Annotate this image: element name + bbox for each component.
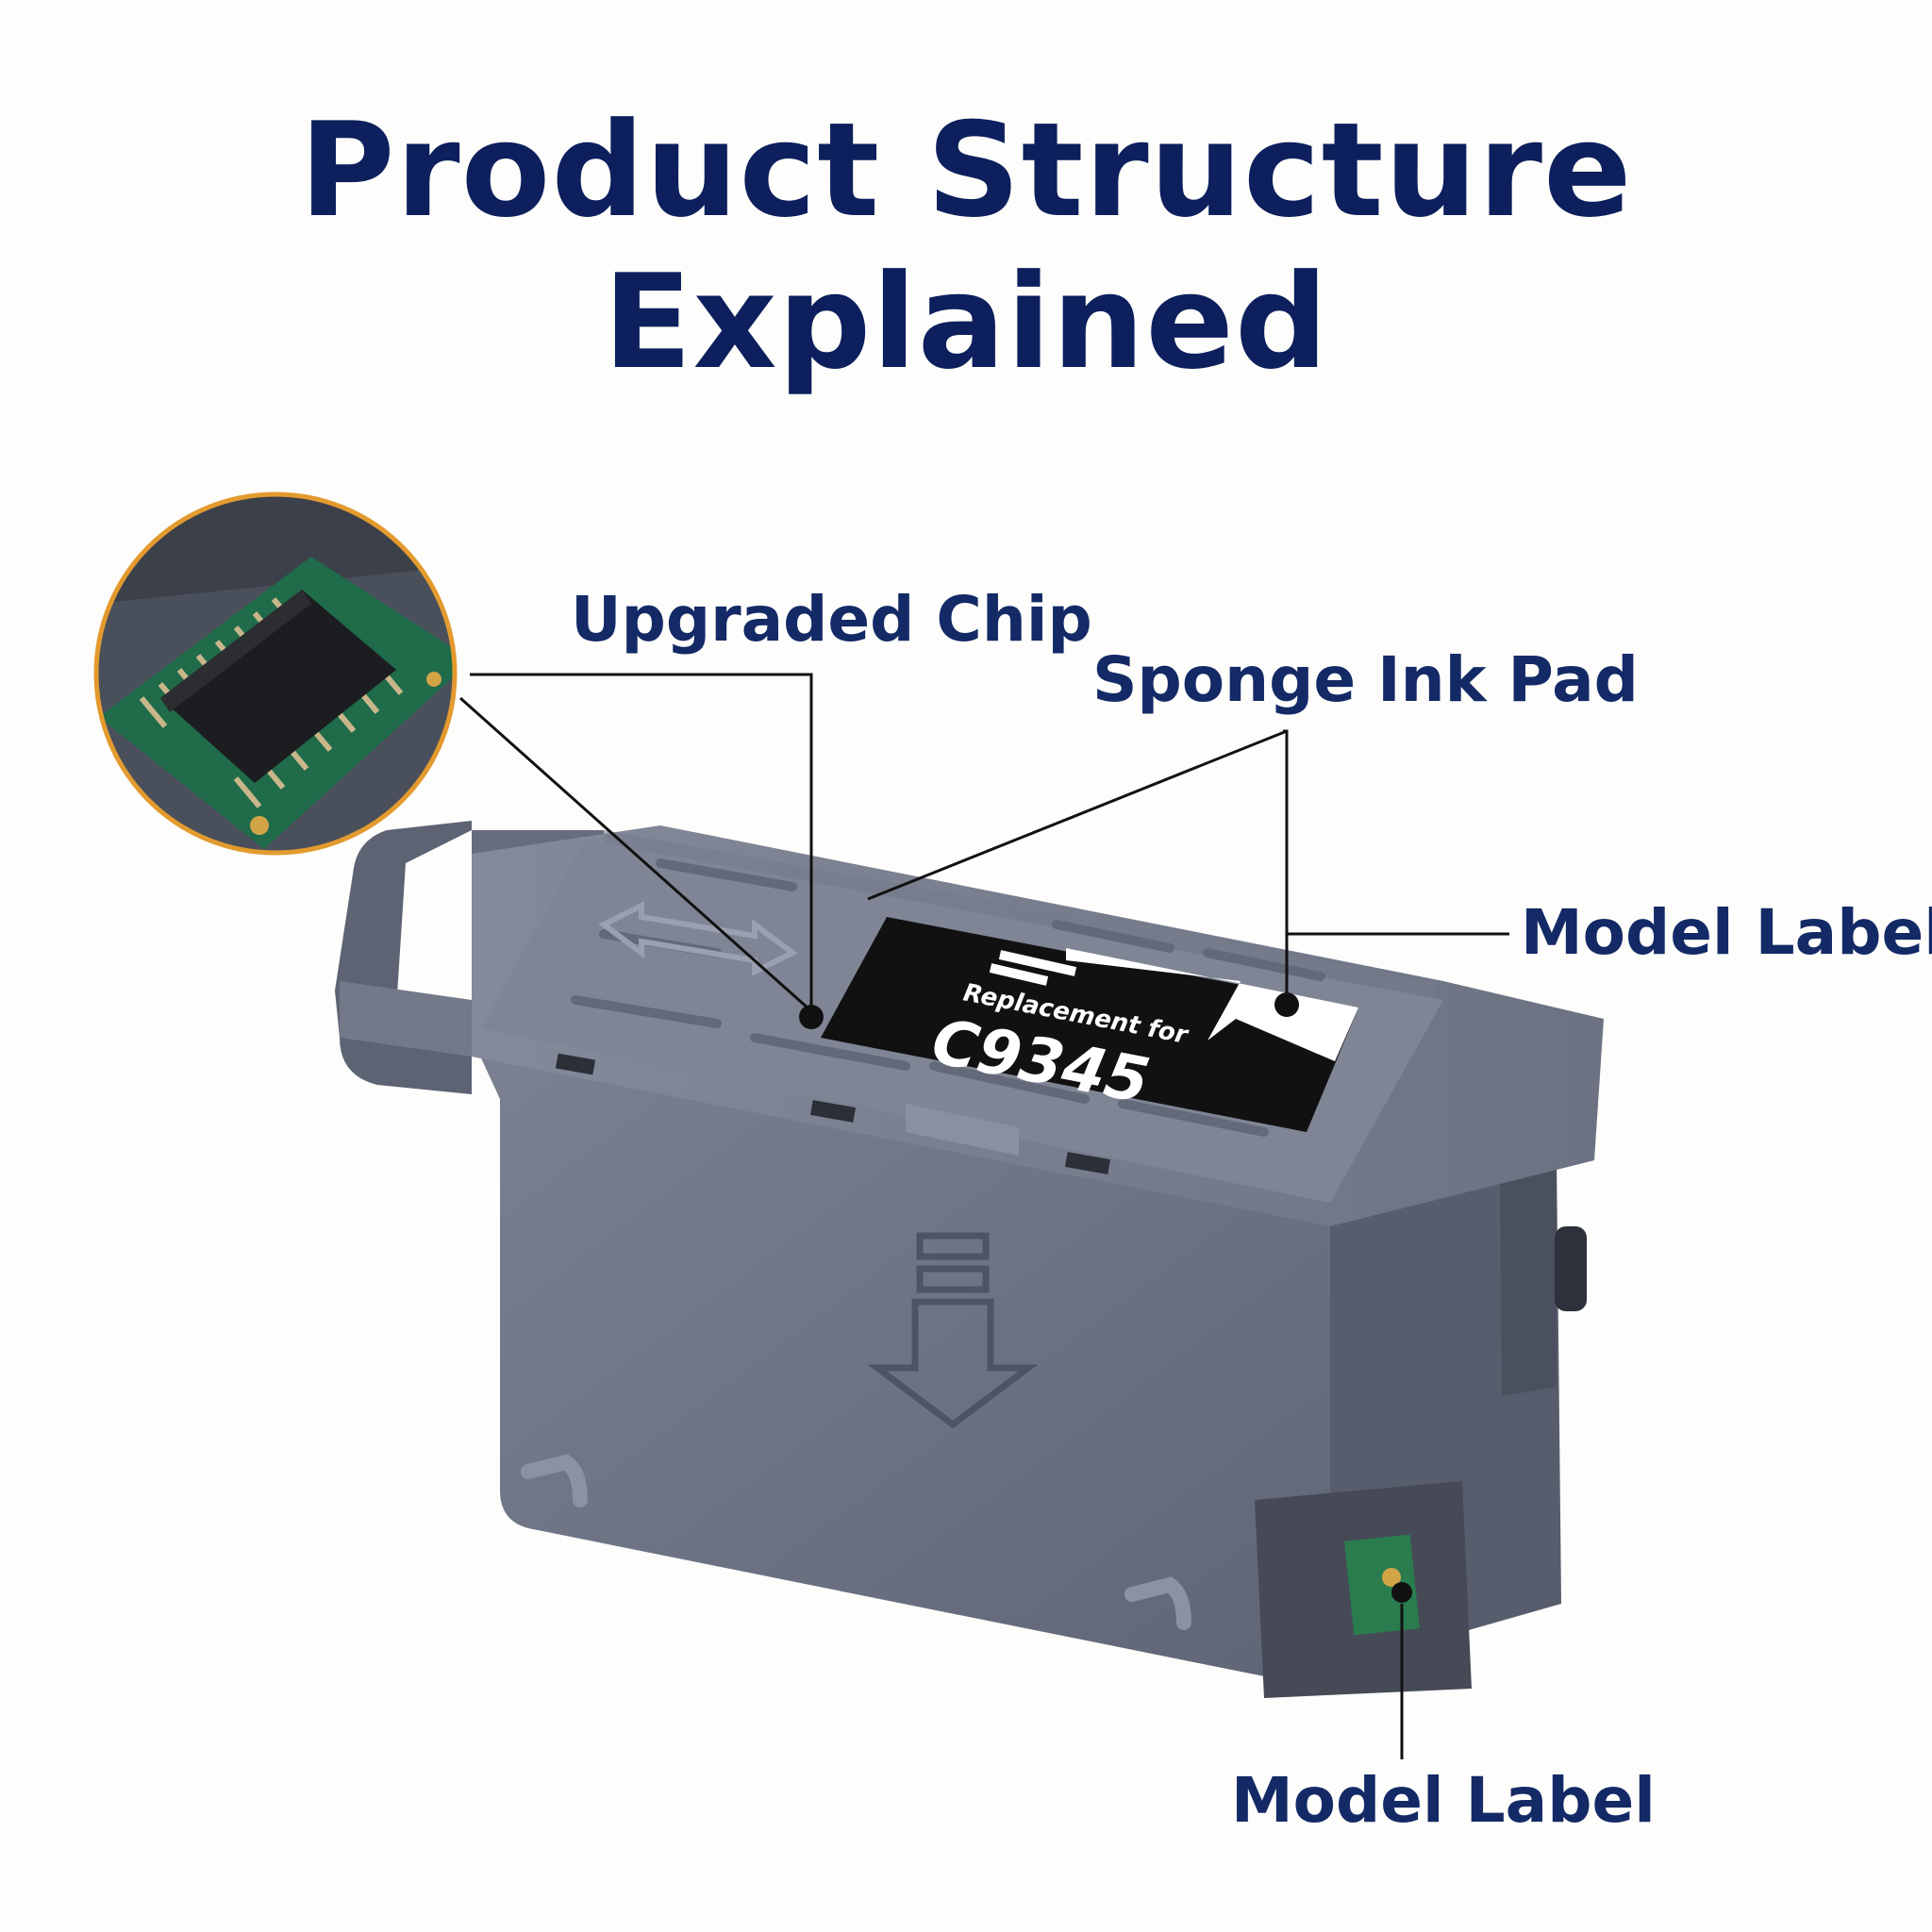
leader-dot-chip [799,1005,824,1029]
chip-zoom-circle [93,491,458,856]
maintenance-box [335,821,1604,1698]
zoom-ring [93,491,458,856]
ic-chip [160,590,396,783]
sticker-arrow-icon [1066,948,1358,1061]
embossed-arrow-icon [598,901,798,976]
callout-model-label-bottom: Model Label [1231,1764,1656,1837]
leader-dot-sponge [1274,992,1299,1017]
callout-upgraded-chip: Upgraded Chip [571,583,1092,656]
callout-model-label-top: Model Label [1521,896,1932,969]
leader-dot-label [1391,1582,1412,1603]
callout-sponge-ink-pad: Sponge Ink Pad [1092,643,1639,716]
down-arrow-icon [867,1232,1039,1429]
box-front-face [472,1038,1330,1685]
leader-lines [459,673,1509,1759]
side-knob [1555,1226,1587,1311]
page-title: Product Structure Explained [299,94,1633,398]
